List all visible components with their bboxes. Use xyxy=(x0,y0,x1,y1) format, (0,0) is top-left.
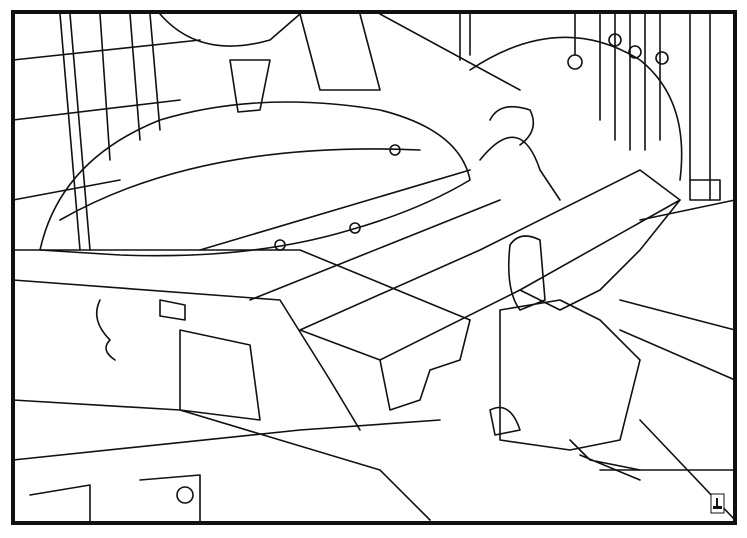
seated-figure xyxy=(489,235,641,481)
right-floor-lines xyxy=(599,179,736,521)
car-shape xyxy=(12,59,471,524)
background-architecture xyxy=(12,13,711,251)
table-and-cloth xyxy=(199,105,681,411)
artist-logo-mark xyxy=(710,493,725,514)
artwork-frame xyxy=(11,10,737,525)
